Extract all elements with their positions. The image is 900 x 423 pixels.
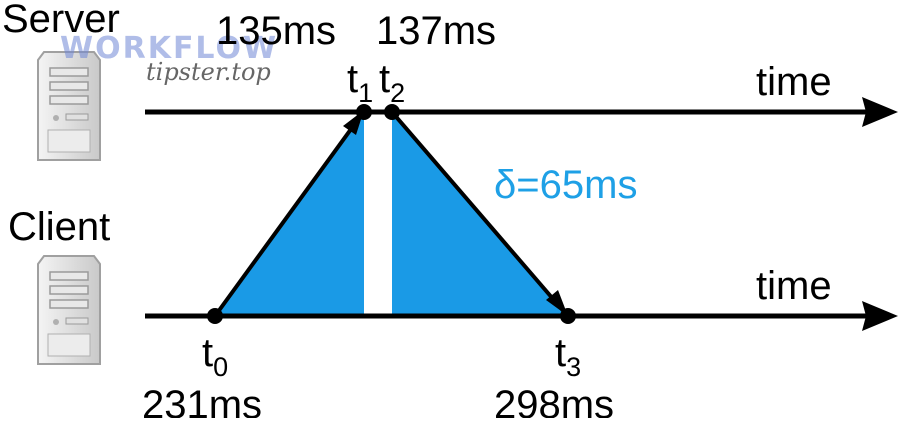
server-axis-label: time xyxy=(756,60,832,104)
t1-dot xyxy=(356,104,372,120)
client-label: Client xyxy=(8,205,110,249)
server-label: Server xyxy=(2,0,120,41)
t3-dot xyxy=(560,308,576,324)
server-timeline-arrowhead xyxy=(862,97,898,127)
t0-label: t0 xyxy=(202,331,228,382)
t2-dot xyxy=(384,104,400,120)
delta-label: δ=65ms xyxy=(494,163,637,207)
t1-label: t1 xyxy=(347,57,373,108)
server-tower-icon xyxy=(37,51,101,161)
computer-tower-icon xyxy=(37,255,101,365)
response-arrow xyxy=(390,110,568,316)
watermark-brand: WORKFLOW xyxy=(60,31,278,66)
t0-dot xyxy=(207,308,223,324)
t2-time: 137ms xyxy=(376,9,496,53)
t3-label: t3 xyxy=(555,331,581,382)
request-arrow xyxy=(213,112,364,318)
client-timeline-arrowhead xyxy=(862,301,898,331)
t3-time: 298ms xyxy=(494,383,614,418)
t1-time: 135ms xyxy=(216,9,336,53)
watermark-site: tipster.top xyxy=(146,58,271,86)
t0-time: 231ms xyxy=(142,383,262,418)
response-arrowhead xyxy=(546,290,568,316)
t2-label: t2 xyxy=(379,57,405,108)
client-axis-label: time xyxy=(756,264,832,308)
